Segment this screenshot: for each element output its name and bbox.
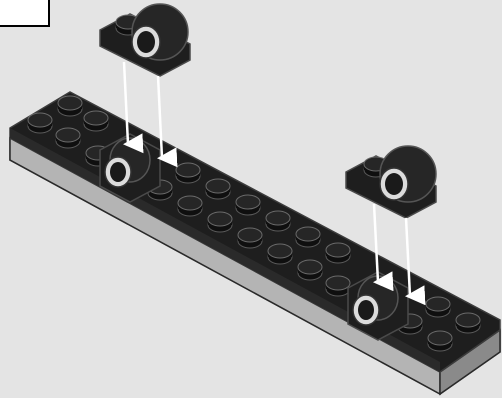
stud-icon — [296, 227, 320, 247]
stud-icon — [206, 179, 230, 199]
stud-icon — [268, 244, 292, 264]
bracket-brick-left — [100, 4, 190, 76]
stud-icon — [28, 113, 52, 133]
stud-icon — [326, 243, 350, 263]
stud-icon — [84, 111, 108, 131]
stud-icon — [426, 297, 450, 317]
stud-icon — [266, 211, 290, 231]
stud-icon — [56, 128, 80, 148]
stud-icon — [456, 313, 480, 333]
stud-icon — [238, 228, 262, 248]
stud-icon — [58, 96, 82, 116]
bracket-brick-right — [346, 146, 436, 218]
stud-icon — [176, 163, 200, 183]
stud-icon — [178, 196, 202, 216]
long-black-plate — [10, 92, 500, 394]
stud-icon — [236, 195, 260, 215]
stud-icon — [428, 331, 452, 351]
stud-icon — [326, 276, 350, 296]
stud-icon — [298, 260, 322, 280]
stud-icon — [208, 212, 232, 232]
